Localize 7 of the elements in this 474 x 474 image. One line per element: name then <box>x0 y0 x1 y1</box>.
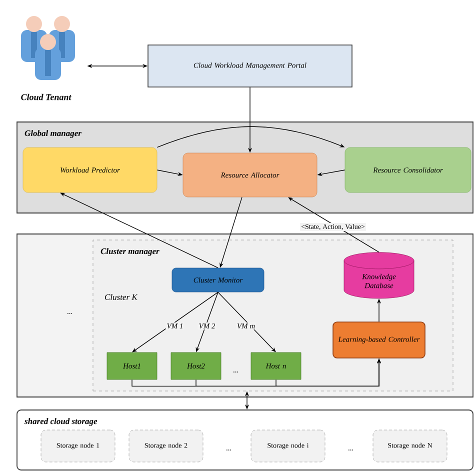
group-label: Cluster K <box>105 294 138 300</box>
arrow <box>132 292 218 352</box>
node-label: Cloud Tenant <box>21 94 72 100</box>
panel-title: Cluster manager <box>100 248 160 256</box>
arrow <box>288 197 380 253</box>
panel-title: Global manager <box>24 130 82 138</box>
panel-title: shared cloud storage <box>24 418 98 426</box>
